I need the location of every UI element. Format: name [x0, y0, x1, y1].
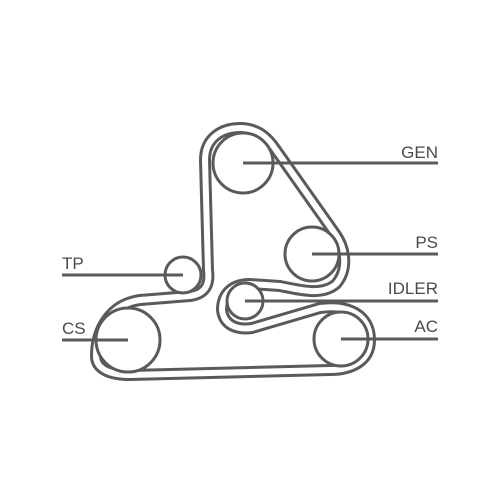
ac-label: AC	[414, 317, 438, 336]
idler-label: IDLER	[388, 279, 438, 298]
serpentine-belt	[90, 122, 376, 381]
tp-label: TP	[62, 254, 84, 273]
ps-label: PS	[415, 233, 438, 252]
cs-label: CS	[62, 319, 86, 338]
gen-label: GEN	[401, 143, 438, 162]
